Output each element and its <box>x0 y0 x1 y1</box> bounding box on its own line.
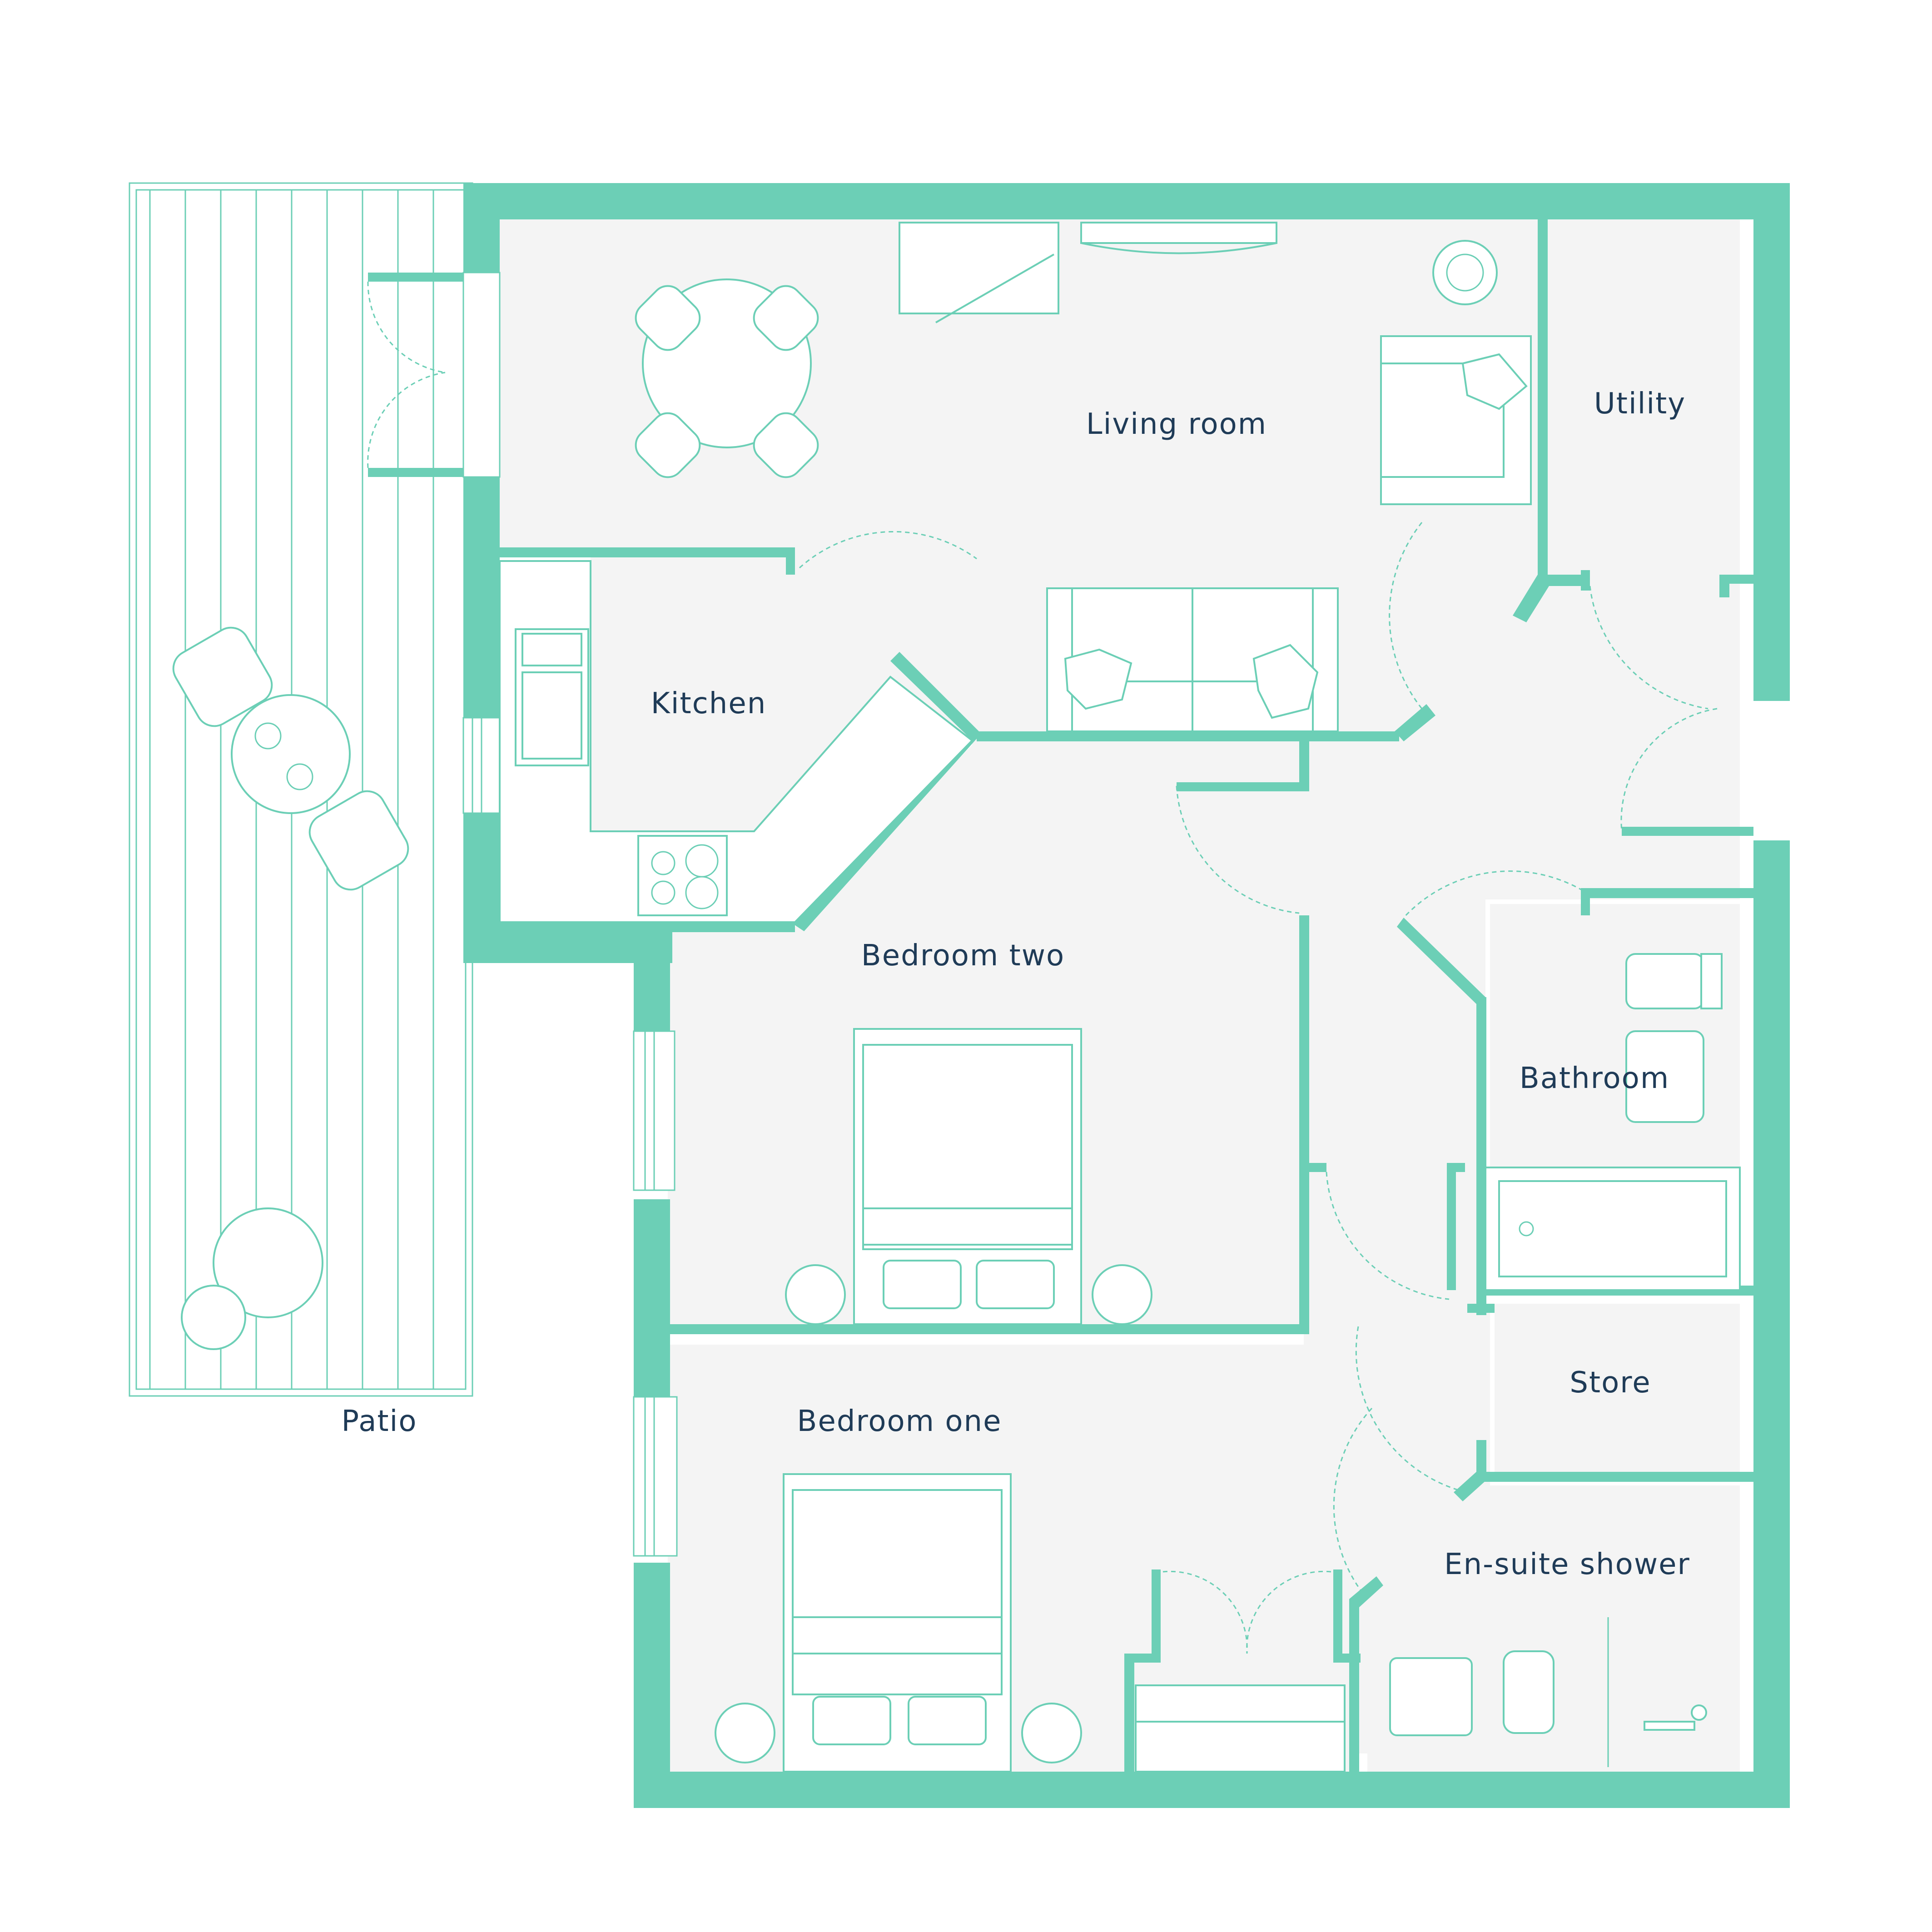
label-bedroom-two: Bedroom two <box>861 939 1065 973</box>
label-bedroom-one: Bedroom one <box>797 1405 1002 1438</box>
label-kitchen: Kitchen <box>651 687 767 720</box>
label-store: Store <box>1569 1366 1651 1400</box>
label-en-suite-shower: En-suite shower <box>1444 1548 1690 1581</box>
label-patio: Patio <box>342 1405 417 1438</box>
walls <box>463 183 1790 1808</box>
windows <box>462 272 678 1557</box>
furniture <box>172 222 1741 1773</box>
label-utility: Utility <box>1594 387 1686 421</box>
doors <box>367 273 1718 1654</box>
room-labels: Living room Utility Kitchen Bedroom two … <box>342 387 1690 1581</box>
store-floor <box>1495 1304 1740 1476</box>
label-living-room: Living room <box>1086 407 1267 441</box>
utility-floor <box>1540 218 1740 836</box>
label-bathroom: Bathroom <box>1520 1062 1669 1095</box>
